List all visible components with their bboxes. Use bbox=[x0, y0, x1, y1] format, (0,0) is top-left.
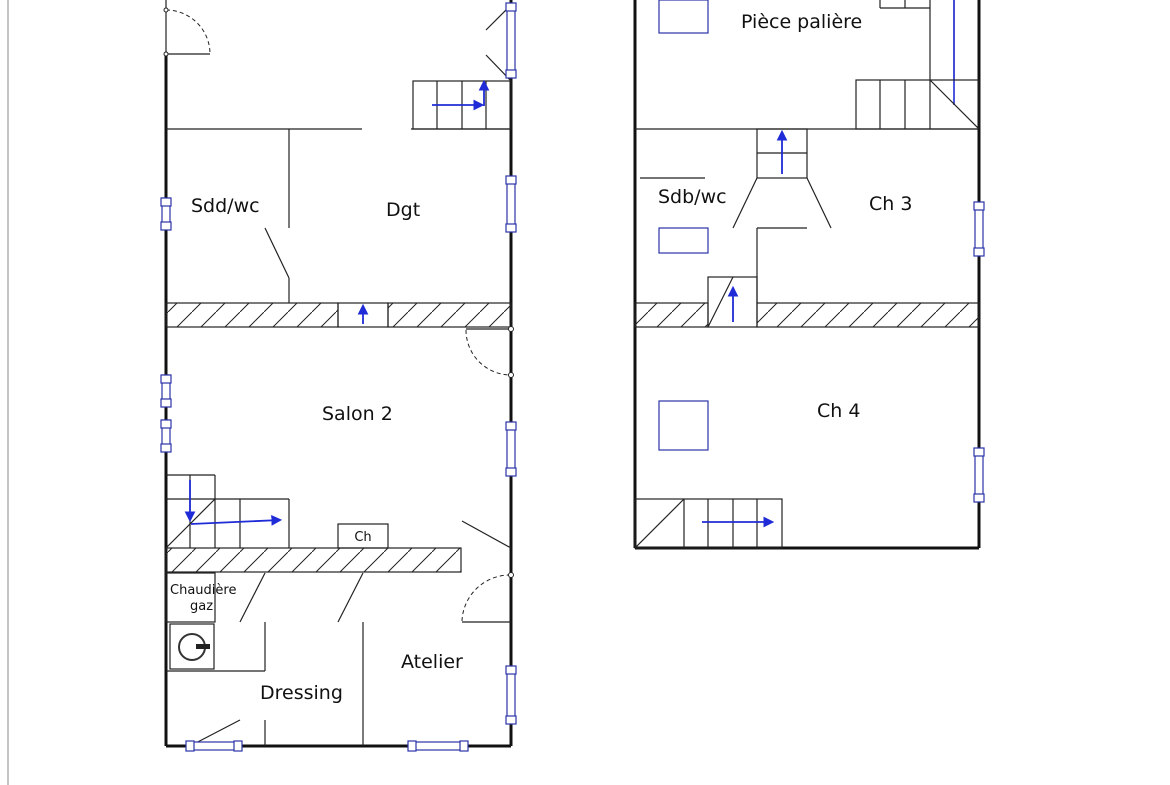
hatched-slab-right-2 bbox=[756, 302, 980, 328]
entry-door-swing bbox=[165, 9, 211, 55]
boiler-unit bbox=[169, 623, 215, 670]
left-plan: Ch Chaudière gaz bbox=[160, 0, 517, 752]
chaudiere-label-2: gaz bbox=[190, 599, 213, 614]
piece-paliere-fixture bbox=[658, 0, 709, 34]
window-right-top bbox=[505, 2, 517, 79]
window-ch3 bbox=[973, 201, 985, 257]
window-bottom-dressing bbox=[185, 740, 243, 752]
hatched-slab-lower bbox=[165, 547, 462, 573]
hatched-slab-right-1 bbox=[634, 302, 709, 328]
window-left-sdd bbox=[160, 197, 172, 231]
atelier-door-swing bbox=[461, 574, 512, 622]
bathtub-icon bbox=[658, 227, 709, 254]
salon-door-swing bbox=[465, 329, 512, 376]
chimney-label: Ch bbox=[354, 530, 371, 545]
window-bottom-atelier bbox=[407, 740, 469, 752]
stair-upper-paliere bbox=[855, 79, 980, 130]
room-label-piece-paliere: Pièce palière bbox=[741, 11, 862, 33]
window-right-salon bbox=[505, 421, 517, 477]
room-label-dressing: Dressing bbox=[260, 682, 343, 704]
chaudiere-box bbox=[165, 572, 216, 623]
window-right-dgt bbox=[505, 175, 517, 233]
right-plan: Pièce palière Sdb/wc Ch 3 Ch 4 bbox=[633, 0, 985, 550]
room-label-dgt: Dgt bbox=[386, 199, 420, 221]
chaudiere-label-1: Chaudière bbox=[170, 583, 236, 598]
room-label-sdb-wc: Sdb/wc bbox=[658, 186, 727, 208]
stair-salon bbox=[165, 474, 290, 549]
window-ch4 bbox=[973, 447, 985, 503]
room-label-ch4: Ch 4 bbox=[817, 400, 860, 422]
room-label-salon-2: Salon 2 bbox=[322, 403, 393, 425]
window-left-salon-1 bbox=[160, 374, 172, 408]
window-left-salon-2 bbox=[160, 419, 172, 453]
hatched-slab-upper bbox=[165, 302, 339, 328]
room-label-sdd-wc: Sdd/wc bbox=[191, 195, 260, 217]
room-label-atelier: Atelier bbox=[401, 651, 463, 673]
ch4-fixture bbox=[658, 400, 709, 451]
room-label-ch3: Ch 3 bbox=[869, 193, 912, 215]
window-right-atelier bbox=[505, 665, 517, 725]
